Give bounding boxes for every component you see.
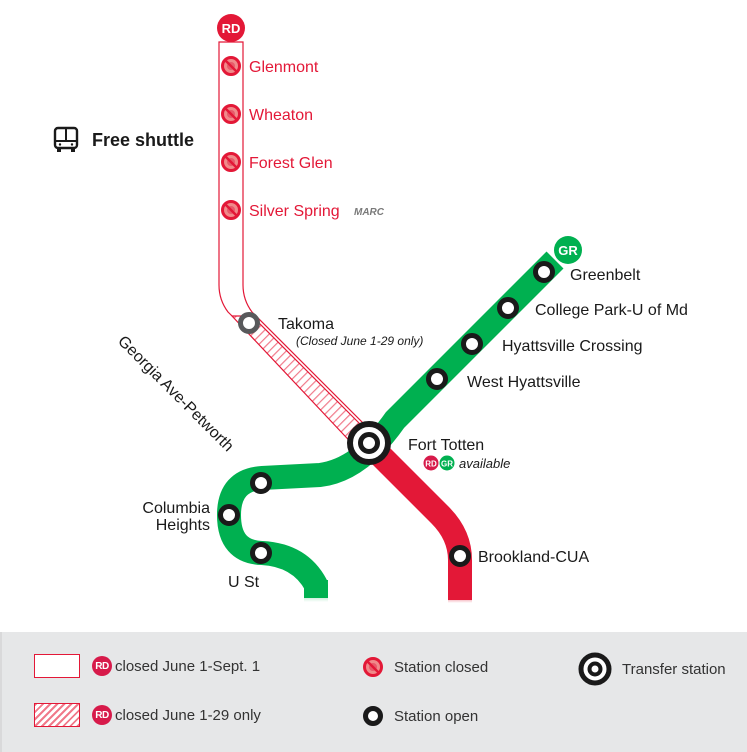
station-u-st[interactable]: U St <box>228 542 272 592</box>
station-open-icon <box>362 705 384 727</box>
fort-totten-gr-badge: GR <box>439 455 455 471</box>
legend-item-closed-long: RD closed June 1-Sept. 1 <box>34 654 260 678</box>
station-label: Greenbelt <box>570 267 641 284</box>
station-closed-glenmont[interactable]: Glenmont <box>221 56 319 77</box>
bus-icon <box>53 126 79 152</box>
station-closed-icon <box>221 200 241 220</box>
station-label-line1: Columbia <box>142 500 210 517</box>
station-closed-icon <box>362 656 384 678</box>
legend-item-station-closed: Station closed <box>362 656 488 678</box>
takoma-note: (Closed June 1-29 only) <box>296 334 423 348</box>
rd-badge: RD <box>92 656 112 676</box>
station-label: U St <box>228 574 260 591</box>
station-label: Silver Spring <box>249 203 340 220</box>
station-brookland-cua[interactable]: Brookland-CUA <box>449 545 590 567</box>
fort-totten-note: available <box>459 456 510 471</box>
legend: RD closed June 1-Sept. 1 RD closed June … <box>0 632 747 752</box>
red-line-badge: RD <box>217 14 245 42</box>
station-label-line2: Heights <box>156 517 210 534</box>
station-west-hyattsville[interactable]: West Hyattsville <box>426 368 581 392</box>
legend-label: closed June 1-Sept. 1 <box>115 657 261 675</box>
marc-logo: MARC <box>354 207 385 218</box>
svg-text:GR: GR <box>558 243 578 258</box>
legend-swatch-hatched <box>34 703 80 727</box>
station-college-park[interactable]: College Park-U of Md <box>497 297 688 320</box>
station-hyattsville-crossing[interactable]: Hyattsville Crossing <box>461 333 643 356</box>
legend-label: Station closed <box>394 658 489 676</box>
station-label: Glenmont <box>249 59 319 76</box>
green-line-fade <box>304 580 328 602</box>
legend-item-closed-short: RD closed June 1-29 only <box>34 703 261 727</box>
takoma-label: Takoma <box>278 316 334 333</box>
legend-label: closed June 1-29 only <box>115 706 261 724</box>
legend-label: Station open <box>394 707 479 725</box>
station-label: Fort Totten <box>408 437 484 454</box>
station-georgia-ave[interactable]: Georgia Ave-Petworth <box>114 333 272 494</box>
green-line-badge: GR <box>554 236 582 264</box>
station-label: West Hyattsville <box>467 374 581 391</box>
station-closed-silver-spring[interactable]: Silver Spring MARC <box>221 200 385 221</box>
free-shuttle: Free shuttle <box>53 126 194 152</box>
transfer-station-icon <box>578 652 612 686</box>
station-closed-icon <box>221 152 241 172</box>
legend-swatch-outline <box>34 654 80 678</box>
station-label: Hyattsville Crossing <box>502 338 642 355</box>
red-line-fade <box>448 575 472 603</box>
station-fort-totten[interactable]: Fort Totten RD GR available <box>347 421 510 471</box>
station-closed-icon <box>221 104 241 124</box>
station-takoma[interactable]: Takoma (Closed June 1-29 only) <box>238 312 424 349</box>
station-greenbelt[interactable]: Greenbelt <box>533 261 641 285</box>
legend-item-transfer: Transfer station <box>578 652 726 686</box>
legend-label: Transfer station <box>622 660 726 678</box>
fort-totten-rd-badge: RD <box>423 455 439 471</box>
station-label: Georgia Ave-Petworth <box>114 333 236 455</box>
rd-badge: RD <box>92 705 112 725</box>
station-closed-icon <box>221 56 241 76</box>
station-label: College Park-U of Md <box>535 302 688 319</box>
svg-text:RD: RD <box>425 460 437 469</box>
shuttle-label: Free shuttle <box>92 130 194 150</box>
svg-text:RD: RD <box>222 21 241 36</box>
station-closed-forest-glen[interactable]: Forest Glen <box>221 152 333 173</box>
station-closed-wheaton[interactable]: Wheaton <box>221 104 314 125</box>
svg-text:GR: GR <box>441 460 453 469</box>
station-label: Wheaton <box>249 107 313 124</box>
station-label: Brookland-CUA <box>478 549 589 566</box>
station-label: Forest Glen <box>249 155 333 172</box>
legend-item-station-open: Station open <box>362 705 478 727</box>
station-columbia-heights[interactable]: Columbia Heights <box>142 500 240 534</box>
